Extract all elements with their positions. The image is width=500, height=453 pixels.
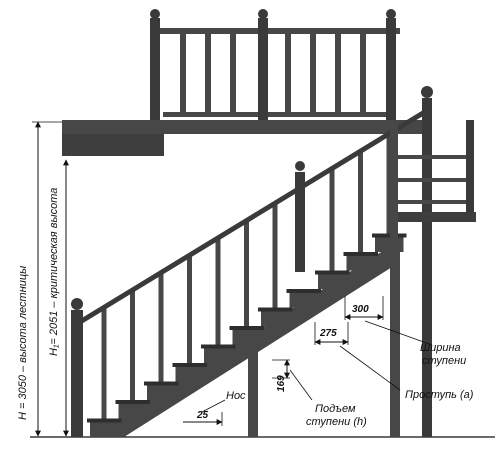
stair-baluster — [130, 290, 135, 400]
step-riser — [346, 256, 375, 271]
step-riser — [232, 330, 261, 345]
step-riser — [90, 422, 119, 437]
upper-baluster — [360, 34, 366, 112]
step-tread — [343, 252, 378, 256]
step-tread — [172, 363, 207, 367]
step-riser — [375, 237, 404, 252]
riser-leader — [289, 369, 313, 401]
tread-leader — [339, 345, 401, 391]
riser-label-1: Подъем — [315, 403, 356, 415]
stair-baluster — [101, 307, 107, 419]
step-tread — [258, 307, 293, 312]
support-post-2 — [390, 262, 400, 437]
width-300-value: 300 — [352, 304, 369, 315]
stair-balusters — [101, 133, 392, 419]
upper-baluster — [230, 34, 236, 112]
riser-169-dimension — [272, 359, 290, 379]
landing-beam — [62, 134, 164, 156]
step-riser — [118, 404, 147, 419]
step-tread — [372, 233, 407, 238]
nosing-label: Нос — [226, 390, 246, 402]
step-tread — [87, 418, 122, 423]
upper-baluster — [180, 34, 186, 112]
top-newel — [421, 86, 433, 437]
middle-newel — [295, 161, 305, 272]
step-width-label-2: ступени — [422, 355, 466, 367]
stair-baluster — [215, 237, 221, 345]
support-post-1 — [248, 345, 258, 437]
nosing-25-value: 25 — [196, 410, 209, 421]
step-tread — [286, 289, 321, 293]
width-300-dimension — [344, 296, 384, 320]
step-width-label-1: Ширина — [420, 342, 461, 354]
stair-baluster — [358, 151, 363, 252]
riser-169-value: 169 — [276, 375, 287, 392]
upper-baluster — [205, 34, 211, 112]
step-riser — [318, 274, 347, 289]
stair-baluster — [272, 203, 278, 308]
stair-baluster — [329, 168, 335, 271]
tread-275-value: 275 — [319, 328, 337, 339]
stair-baluster — [158, 272, 164, 382]
stair-steps — [87, 233, 407, 437]
stair-baluster — [187, 255, 192, 363]
step-tread — [144, 381, 179, 386]
stair-baluster — [386, 133, 392, 234]
nosing-leader — [201, 399, 226, 413]
height-total-label: H = 3050 – высота лестницы — [17, 266, 29, 420]
height-total-dimension — [32, 121, 62, 437]
landing-slab — [62, 120, 427, 134]
riser-label-2: ступени (h) — [306, 416, 367, 428]
step-riser — [204, 348, 233, 363]
step-riser — [147, 385, 176, 400]
height-critical-label: H₁= 2051 – критическая высота — [48, 188, 60, 356]
step-tread — [115, 400, 150, 404]
step-tread — [229, 326, 264, 330]
handrail — [78, 107, 430, 325]
nosing-25-dimension — [183, 412, 223, 426]
width-leader — [364, 320, 433, 346]
step-tread — [315, 270, 350, 275]
step-tread — [201, 344, 236, 349]
step-riser — [175, 367, 204, 382]
bottom-newel — [71, 298, 83, 437]
tread-275-dimension — [314, 322, 349, 345]
upper-baluster — [310, 34, 316, 112]
upper-balustrade — [150, 9, 400, 120]
step-riser — [261, 311, 290, 326]
step-riser — [289, 293, 318, 308]
upper-baluster — [285, 34, 291, 112]
upper-baluster — [335, 34, 341, 112]
stair-baluster — [244, 220, 249, 326]
tread-label: Проступь (a) — [405, 389, 474, 401]
